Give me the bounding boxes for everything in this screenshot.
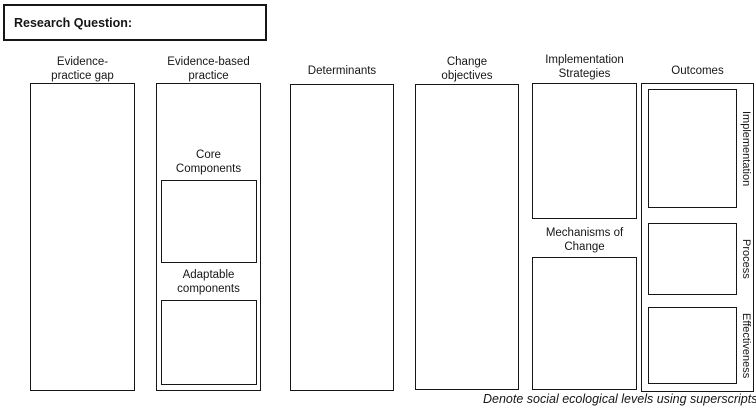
- process-outcome-box: [648, 223, 737, 295]
- research-question-box: Research Question:: [3, 4, 267, 41]
- superscripts-footnote: Denote social ecological levels using su…: [483, 392, 756, 406]
- core-components-label: Core Components: [175, 149, 242, 175]
- mechanisms-of-change-label: Mechanisms of Change: [545, 227, 624, 253]
- core-components-box: [161, 180, 257, 263]
- evidence-practice-gap-box: [30, 83, 135, 391]
- adaptable-components-label: Adaptable components: [177, 269, 240, 295]
- evidence-practice-gap-header: Evidence- practice gap: [51, 56, 114, 82]
- implementation-strategies-header: Implementation Strategies: [545, 54, 624, 80]
- effectiveness-outcome-box: [648, 307, 737, 384]
- adaptable-components-box: [161, 300, 257, 385]
- change-objectives-header: Change objectives: [441, 56, 493, 82]
- research-question-label: Research Question:: [14, 16, 133, 30]
- change-objectives-box: [415, 84, 519, 390]
- determinants-header: Determinants: [307, 65, 377, 77]
- effectiveness-outcome-label: Effectiveness: [740, 312, 752, 379]
- process-outcome-label: Process: [740, 239, 752, 279]
- evidence-based-practice-header: Evidence-based practice: [167, 56, 250, 82]
- implementation-outcome-label: Implementation: [740, 110, 752, 187]
- implementation-strategies-box: [532, 83, 637, 219]
- determinants-box: [290, 84, 394, 391]
- implementation-outcome-box: [648, 89, 737, 208]
- outcomes-header: Outcomes: [671, 65, 724, 77]
- mechanisms-of-change-box: [532, 257, 637, 390]
